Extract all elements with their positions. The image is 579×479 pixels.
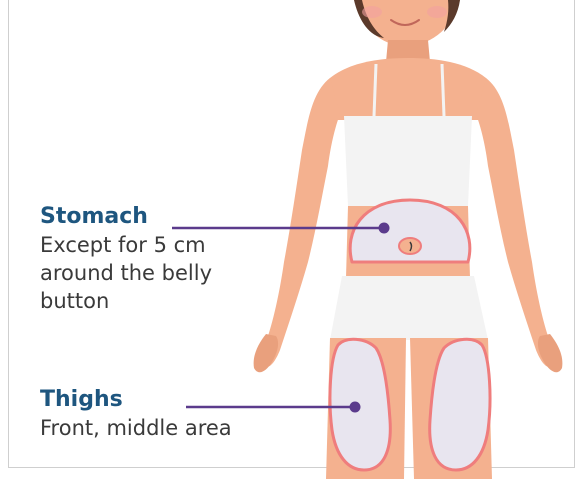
strap <box>374 64 376 116</box>
belly-button-exclusion <box>399 238 421 254</box>
thighs-label: Thighs Front, middle area <box>40 386 300 442</box>
stomach-title: Stomach <box>40 203 270 231</box>
cheek <box>427 6 447 18</box>
thighs-title: Thighs <box>40 386 300 414</box>
shorts <box>330 276 488 340</box>
stomach-description-line: button <box>40 287 270 315</box>
stomach-marker-dot <box>379 223 390 234</box>
right-hand <box>538 334 562 372</box>
left-hand <box>254 334 278 372</box>
right-thigh-zone <box>430 339 490 470</box>
right-arm <box>476 78 553 367</box>
stomach-description-line: around the belly <box>40 259 270 287</box>
left-thigh-zone <box>330 339 390 470</box>
stomach-label: Stomach Except for 5 cm around the belly… <box>40 203 270 315</box>
left-arm <box>263 78 340 367</box>
strap <box>442 64 444 116</box>
head <box>354 0 460 46</box>
cheek <box>362 6 382 18</box>
thighs-marker-dot <box>350 402 361 413</box>
thighs-description-line: Front, middle area <box>40 414 300 442</box>
tank-top <box>344 116 472 206</box>
stomach-description-line: Except for 5 cm <box>40 231 270 259</box>
